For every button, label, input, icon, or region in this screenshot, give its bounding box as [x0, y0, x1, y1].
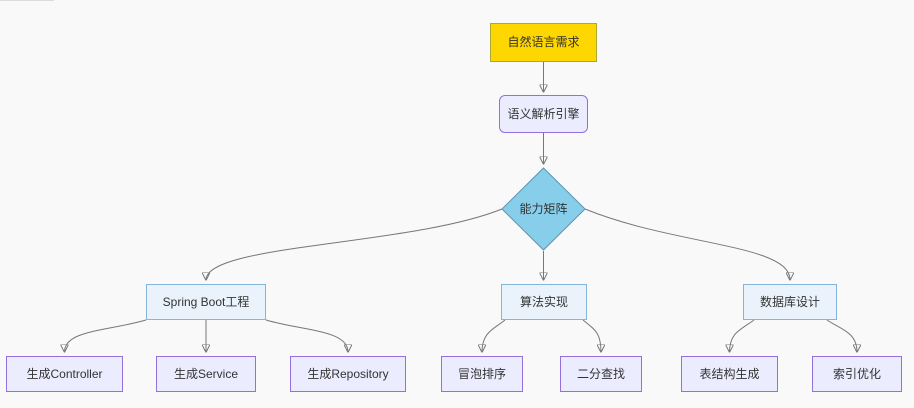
node-natural-language-requirement: 自然语言需求 [490, 23, 597, 62]
node-label: 索引优化 [832, 366, 881, 381]
edge-db-index [826, 319, 857, 352]
node-generate-repository: 生成Repository [290, 356, 406, 392]
node-label: 语义解析引擎 [507, 106, 580, 121]
node-bubble-sort: 冒泡排序 [441, 356, 523, 392]
node-label: 生成Repository [307, 366, 389, 381]
node-label: 生成Controller [26, 366, 103, 381]
node-capability-matrix-decision: 能力矩阵 [501, 167, 586, 251]
node-label: 冒泡排序 [457, 366, 506, 381]
edge-matrix-db [584, 208, 790, 280]
node-index-optimization: 索引优化 [812, 356, 902, 392]
edge-springboot-repo [265, 319, 348, 352]
edge-springboot-controller [65, 319, 147, 352]
node-label: 算法实现 [519, 294, 568, 309]
node-label: 自然语言需求 [507, 35, 580, 50]
node-label: 生成Service [173, 366, 238, 381]
top-left-divider [0, 0, 54, 1]
node-algorithm-implementation: 算法实现 [501, 284, 587, 320]
edge-matrix-springboot [206, 208, 503, 280]
edge-algo-binary [582, 319, 601, 352]
node-label: 数据库设计 [759, 294, 820, 309]
node-table-structure-generation: 表结构生成 [681, 356, 778, 392]
node-binary-search: 二分查找 [560, 356, 642, 392]
node-label: 表结构生成 [699, 366, 760, 381]
node-generate-service: 生成Service [156, 356, 256, 392]
edge-db-table [730, 319, 755, 352]
node-label: 能力矩阵 [519, 201, 568, 216]
node-spring-boot-project: Spring Boot工程 [146, 284, 266, 320]
node-database-design: 数据库设计 [743, 284, 837, 320]
node-generate-controller: 生成Controller [6, 356, 123, 392]
edge-algo-bubble [482, 319, 506, 352]
diamond-shape [501, 167, 586, 251]
node-label: 二分查找 [576, 366, 625, 381]
node-semantic-parsing-engine: 语义解析引擎 [499, 95, 588, 133]
node-label: Spring Boot工程 [162, 294, 250, 309]
